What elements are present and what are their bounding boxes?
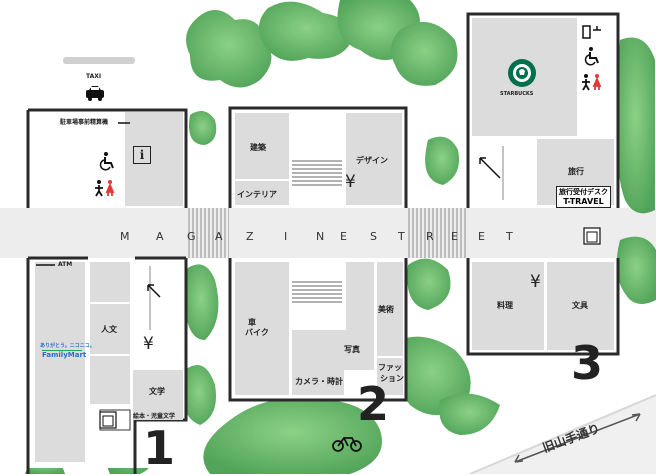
building-number-3: 3 bbox=[571, 336, 604, 390]
familymart-logo: FamilyMart bbox=[42, 351, 87, 359]
bicycle-icon bbox=[332, 437, 362, 452]
cashier-icon: ¥ bbox=[143, 334, 154, 354]
section-fashion-2: ション bbox=[380, 374, 404, 383]
street-letter: E bbox=[451, 230, 458, 243]
atm-label: ATM bbox=[58, 261, 73, 268]
street-letter: R bbox=[426, 230, 434, 243]
escalator-icon bbox=[147, 157, 501, 298]
street-letter: A bbox=[156, 230, 164, 243]
accessible-icon bbox=[99, 152, 114, 171]
section-interior: インテリア bbox=[237, 190, 277, 199]
crosswalk-left bbox=[187, 208, 229, 258]
street-letter: T bbox=[398, 230, 405, 243]
section-car: 車 bbox=[248, 318, 256, 327]
building-number-2: 2 bbox=[357, 377, 390, 431]
starbucks-logo bbox=[508, 59, 536, 87]
elevator-icon bbox=[583, 227, 601, 245]
travel-desk-line1: 旅行受付デスク bbox=[559, 188, 608, 196]
starbucks-label: STARBUCKS bbox=[500, 91, 534, 97]
section-humanities: 人文 bbox=[101, 325, 117, 334]
road-arrow bbox=[514, 413, 641, 463]
street-letter: N bbox=[316, 230, 325, 243]
section-bike: バイク bbox=[245, 328, 269, 337]
street-letter: T bbox=[506, 230, 513, 243]
section-design: デザイン bbox=[356, 156, 388, 165]
section-stationery: 文具 bbox=[572, 301, 588, 310]
street-letter: E bbox=[340, 230, 347, 243]
taxi-stand bbox=[63, 57, 135, 64]
restroom-icon bbox=[582, 74, 602, 91]
section-cooking: 料理 bbox=[497, 301, 513, 310]
section-literature: 文学 bbox=[149, 387, 165, 396]
cashier-icon: ¥ bbox=[530, 272, 541, 292]
restroom-icon bbox=[95, 180, 115, 197]
street-letter: E bbox=[478, 230, 485, 243]
street-letter: A bbox=[215, 230, 223, 243]
section-camera-watch: カメラ・時計 bbox=[295, 377, 343, 386]
building-3 bbox=[466, 12, 620, 356]
baby-care-icon bbox=[582, 25, 601, 39]
building-number-1: 1 bbox=[143, 421, 176, 475]
travel-desk-label: 旅行受付デスク T-TRAVEL bbox=[556, 186, 611, 208]
street-letter: Z bbox=[246, 230, 254, 243]
street-letter: I bbox=[284, 230, 288, 243]
street-letter: G bbox=[187, 230, 196, 243]
section-fashion-1: ファッ bbox=[378, 363, 402, 372]
taxi-label: TAXI bbox=[86, 73, 102, 80]
building-1 bbox=[26, 108, 188, 474]
familymart-tagline: ありがとう。ニコニコ。 bbox=[40, 343, 95, 349]
taxi-icon bbox=[86, 86, 104, 101]
magazine-street bbox=[0, 208, 656, 258]
section-picture-books: 絵本・児童文学 bbox=[133, 413, 176, 420]
building-2 bbox=[228, 106, 408, 402]
trees bbox=[25, 0, 656, 474]
section-photo: 写真 bbox=[344, 345, 360, 354]
parking-machine-label: 駐車場事前精算機 bbox=[60, 119, 109, 126]
info-icon: i bbox=[133, 146, 151, 164]
section-travel: 旅行 bbox=[568, 167, 584, 176]
street-letter: M bbox=[120, 230, 130, 243]
section-art: 美術 bbox=[378, 305, 394, 314]
cashier-icon: ¥ bbox=[345, 172, 356, 192]
elevator-icon bbox=[99, 411, 117, 429]
street-letter: S bbox=[370, 230, 377, 243]
section-architecture: 建築 bbox=[250, 143, 266, 152]
crosswalk-right bbox=[407, 208, 467, 258]
accessible-icon bbox=[584, 47, 599, 66]
travel-desk-line2: T-TRAVEL bbox=[563, 197, 604, 206]
